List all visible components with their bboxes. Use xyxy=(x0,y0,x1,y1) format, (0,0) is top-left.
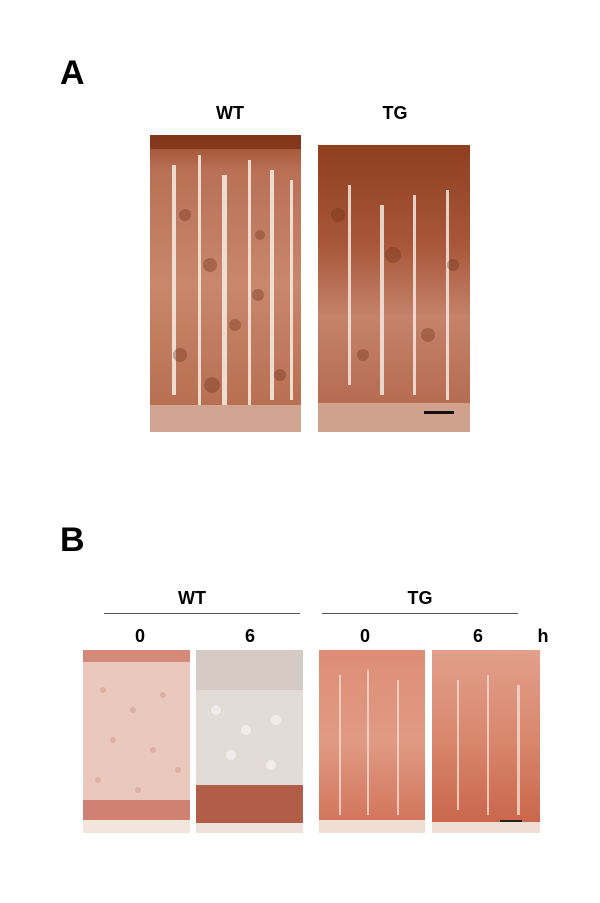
panel-b-time-0-wt: 0 xyxy=(134,626,145,646)
panel-a-letter: A xyxy=(60,54,85,92)
panel-b-time-6-tg: 6 xyxy=(472,626,483,646)
panel-b-group-wt: WT xyxy=(178,588,206,608)
panel-b-wt-0h-micrograph xyxy=(83,650,190,833)
panel-b-scale-bar xyxy=(500,820,522,822)
panel-a-label-wt: WT xyxy=(216,103,244,123)
panel-b-time-0-tg: 0 xyxy=(359,626,370,646)
panel-b-letter: B xyxy=(60,521,85,559)
panel-a-label-tg: TG xyxy=(382,103,408,123)
panel-b-wt-6h-micrograph xyxy=(196,650,303,833)
panel-b-tg-6h-micrograph xyxy=(432,650,540,833)
panel-b-time-6-wt: 6 xyxy=(244,626,255,646)
panel-b-group-wt-line xyxy=(104,613,300,614)
panel-b-group-tg-line xyxy=(322,613,518,614)
panel-b-tg-0h-micrograph xyxy=(319,650,425,833)
panel-a-tg-micrograph xyxy=(318,145,470,432)
panel-a-wt-micrograph xyxy=(150,135,301,432)
panel-a-scale-bar xyxy=(424,411,454,414)
panel-b-group-tg: TG xyxy=(407,588,433,608)
panel-b-time-unit: h xyxy=(537,626,549,646)
